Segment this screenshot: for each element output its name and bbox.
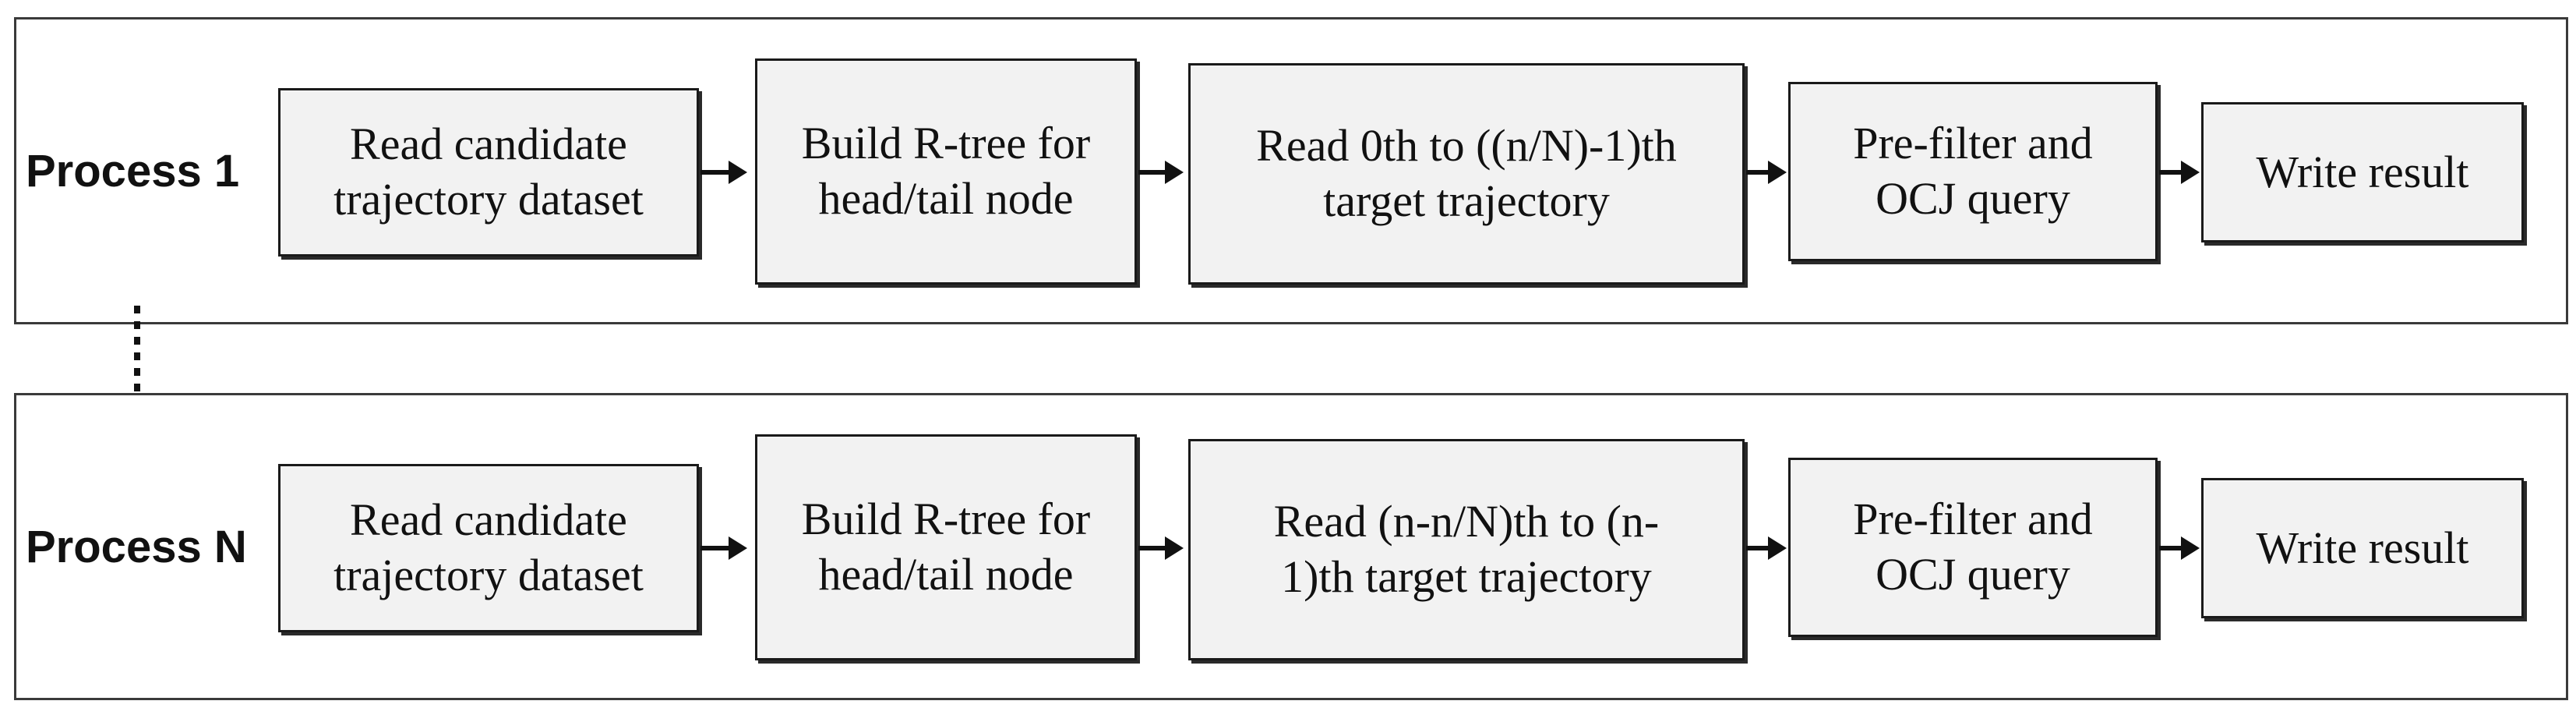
- process-n-panel: Process N Read candidate trajectory data…: [14, 393, 2568, 700]
- arrow-2: [1138, 536, 1184, 560]
- arrow-3: [1746, 536, 1787, 560]
- read-candidate-dataset-step: Read candidate trajectory dataset: [278, 464, 699, 632]
- process-n-label: Process N: [26, 521, 247, 572]
- process-1-panel: Process 1 Read candidate trajectory data…: [14, 17, 2568, 324]
- arrow-1: [700, 161, 747, 184]
- arrow-3: [1746, 161, 1787, 184]
- read-target-trajectory-step: Read 0th to ((n/N)-1)th target trajector…: [1188, 63, 1745, 285]
- build-rtree-step: Build R-tree for head/tail node: [755, 434, 1137, 660]
- arrow-4: [2159, 536, 2200, 560]
- prefilter-ocj-query-step: Pre-filter and OCJ query: [1788, 82, 2158, 261]
- write-result-step: Write result: [2201, 102, 2524, 242]
- arrow-2: [1138, 161, 1184, 184]
- arrow-4: [2159, 161, 2200, 184]
- build-rtree-step: Build R-tree for head/tail node: [755, 58, 1137, 285]
- read-candidate-dataset-step: Read candidate trajectory dataset: [278, 88, 699, 257]
- ellipsis-dots: [134, 306, 140, 405]
- write-result-step: Write result: [2201, 478, 2524, 618]
- arrow-1: [700, 536, 747, 560]
- process-1-label: Process 1: [26, 145, 240, 196]
- read-target-trajectory-step: Read (n-n/N)th to (n- 1)th target trajec…: [1188, 439, 1745, 660]
- prefilter-ocj-query-step: Pre-filter and OCJ query: [1788, 458, 2158, 637]
